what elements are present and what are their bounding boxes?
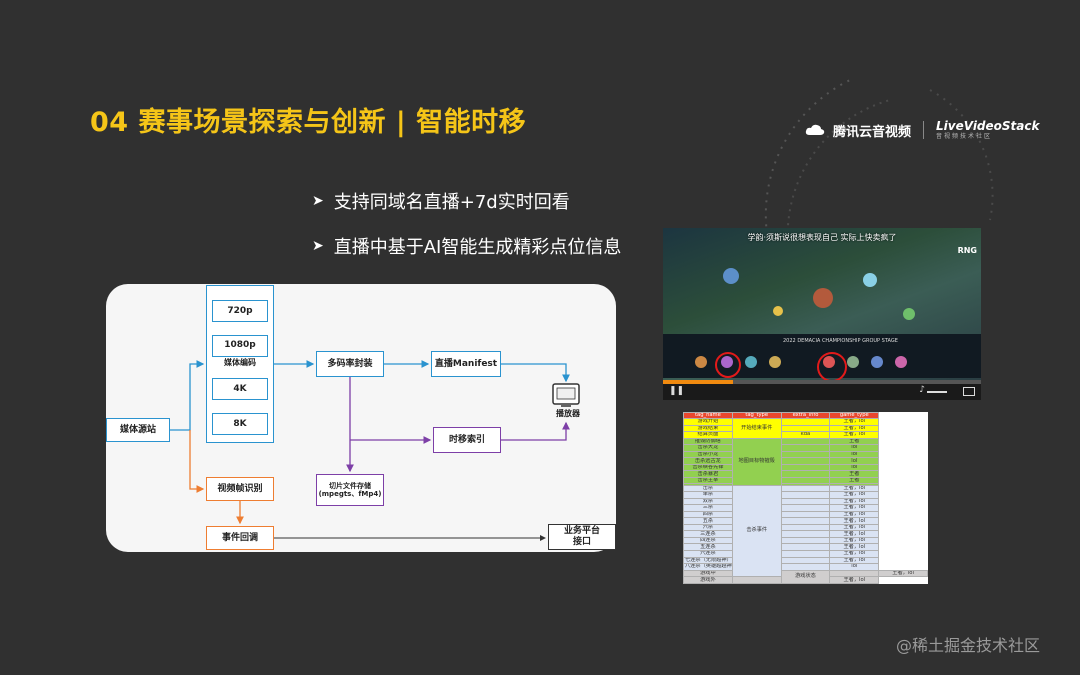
tencent-logo-text: 腾讯云音视频 xyxy=(833,124,912,140)
volume-icon[interactable]: ♪ xyxy=(919,385,925,395)
resolution-4k: 4K xyxy=(212,378,268,400)
highlight-circle xyxy=(817,352,847,382)
resolution-1080p: 1080p xyxy=(212,335,268,357)
tag-table-row: 游戏中游戏状态王者，lol xyxy=(683,569,928,585)
livevideostack-logo: LiveVideoStack 音视频技术社区 xyxy=(936,120,1039,140)
player-controls: ❚❚ ♪ xyxy=(663,384,981,400)
game-unit xyxy=(903,308,915,320)
fullscreen-icon[interactable] xyxy=(963,387,975,396)
livevideostack-logo-text: LiveVideoStack xyxy=(936,119,1040,133)
business-platform-node: 业务平台 接口 xyxy=(548,524,616,550)
resolution-8k: 8K xyxy=(212,413,268,435)
tag-type-cell: 开始结束事件 xyxy=(731,418,782,439)
playback-progress-fill xyxy=(663,380,733,384)
bullet-item: ➤ 直播中基于AI智能生成精彩点位信息 xyxy=(312,233,621,259)
tag-type-cell: 击杀事件 xyxy=(731,484,782,578)
game-type-cell: 王者，lol xyxy=(878,569,928,578)
tag-table-row: 五杀王者，lol xyxy=(683,517,928,525)
tag-type-cell: 地图目标物摧毁 xyxy=(731,437,782,486)
bullet-list: ➤ 支持同域名直播+7d实时回看 ➤ 直播中基于AI智能生成精彩点位信息 xyxy=(312,188,621,278)
game-unit xyxy=(813,288,833,308)
game-unit xyxy=(723,268,739,284)
tag-table: tag_name tag_type extra_info game_type 游… xyxy=(683,412,928,585)
livevideostack-logo-subtext: 音视频技术社区 xyxy=(936,133,993,140)
extra-info-cell xyxy=(731,576,782,584)
player-label: 播放器 xyxy=(556,409,580,418)
page-title: 04 赛事场景探索与创新 | 智能时移 xyxy=(90,107,527,138)
highlight-circle xyxy=(715,352,741,378)
logo-divider xyxy=(923,121,925,139)
game-unit xyxy=(863,273,877,287)
volume-slider[interactable] xyxy=(927,391,947,393)
live-manifest-node: 直播Manifest xyxy=(431,351,501,377)
tag-name-cell xyxy=(683,483,733,486)
tag-table-row: 游戏开始开始结束事件王者，lol xyxy=(683,418,928,439)
bullet-text: 直播中基于AI智能生成精彩点位信息 xyxy=(333,237,622,258)
video-frame-recognition-node: 视频帧识别 xyxy=(206,477,274,501)
arrow-bullet-icon: ➤ xyxy=(312,238,324,254)
bullet-text: 支持同域名直播+7d实时回看 xyxy=(333,192,570,213)
game-caption: 学韵·须斯说很想表现自己 实际上快卖疯了 xyxy=(747,233,897,242)
tag-name-cell: 游戏外 xyxy=(683,576,733,584)
tag-table-grid: tag_name tag_type extra_info game_type 游… xyxy=(683,412,928,585)
logo-area: 腾讯云音视频 LiveVideoStack 音视频技术社区 xyxy=(805,118,1039,142)
hero-portrait xyxy=(871,356,883,368)
hero-portrait xyxy=(847,356,859,368)
tag-name-cell: 八连杀（英雄超越神） xyxy=(683,563,733,571)
tag-name-cell: 七连杀（无限超神） xyxy=(683,556,733,565)
play-pause-icon[interactable]: ❚❚ xyxy=(669,386,685,396)
game-type-cell: 王者，lol xyxy=(829,576,880,584)
watermark: @稀土掘金技术社区 xyxy=(896,636,1041,655)
arrow-bullet-icon: ➤ xyxy=(312,193,324,209)
tag-table-row xyxy=(683,483,928,486)
hero-portrait xyxy=(895,356,907,368)
tag-table-header: game_type xyxy=(829,412,880,419)
event-callback-node: 事件回调 xyxy=(206,526,274,550)
architecture-diagram-panel xyxy=(106,284,616,552)
tencent-cloud-logo-icon xyxy=(805,124,825,135)
segment-storage-node: 切片文件存储 (mpegts、fMp4) xyxy=(316,474,384,506)
playback-progress-bar[interactable] xyxy=(663,380,981,384)
hero-portrait xyxy=(745,356,757,368)
hud-title: 2022 DEMACIA CHAMPIONSHIP GROUP STAGE xyxy=(783,338,898,344)
tag-table-header-row: tag_name tag_type extra_info game_type xyxy=(683,412,928,419)
game-type-cell xyxy=(829,483,880,486)
media-encoder-label: 媒体编码 xyxy=(224,358,256,367)
tag-table-row: 摧毁防御塔地图目标物摧毁王者 xyxy=(683,437,928,486)
game-live-screenshot: 学韵·须斯说很想表现自己 实际上快卖疯了 RNG 2022 DEMACIA CH… xyxy=(663,228,981,400)
timeshift-index-node: 时移索引 xyxy=(433,427,501,453)
hero-portrait xyxy=(695,356,707,368)
hero-portrait xyxy=(769,356,781,368)
multi-bitrate-packager-node: 多码率封装 xyxy=(316,351,384,377)
media-source-node: 媒体源站 xyxy=(106,418,170,442)
resolution-720p: 720p xyxy=(212,300,268,322)
team-tag-right: RNG xyxy=(957,246,977,255)
tag-type-cell: 游戏状态 xyxy=(780,569,831,585)
tag-table-row: 游戏外 王者，lol xyxy=(683,576,928,584)
bullet-item: ➤ 支持同域名直播+7d实时回看 xyxy=(312,188,621,214)
game-unit xyxy=(773,306,783,316)
